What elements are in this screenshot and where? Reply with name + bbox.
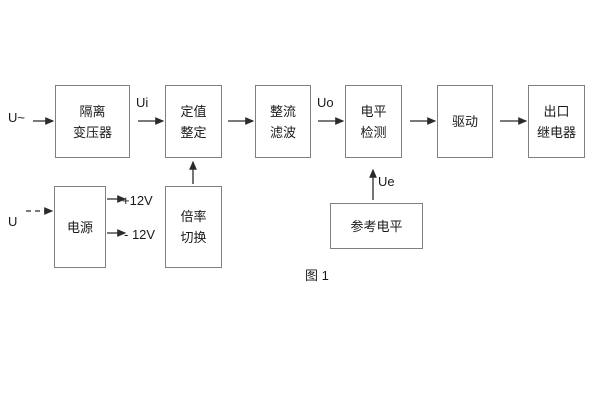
block-label-line: 切换: [180, 230, 207, 245]
block-output-relay: 出口继电器: [528, 85, 585, 158]
block-label-line: 电源: [66, 219, 93, 235]
block-label-line: 变压器: [72, 124, 112, 140]
block-label-line: 检测: [360, 124, 387, 140]
label-rail-plus-12v: +12V: [122, 193, 153, 208]
block-label-line: 滤波: [269, 124, 296, 140]
block-ratio-switch: 倍率切换: [165, 186, 222, 268]
block-level-detection: 电平检测: [345, 85, 402, 158]
block-label-line: 定值: [180, 103, 207, 119]
block-label-line: 整流: [269, 103, 296, 119]
label-input-dc: U: [8, 214, 18, 229]
block-label-line: 参考电平: [350, 218, 403, 234]
block-reference-level: 参考电平: [330, 203, 423, 249]
block-drive: 驱动: [437, 85, 493, 158]
block-isolation-transformer: 隔离变压器: [55, 85, 130, 158]
block-label-line: 整定: [180, 124, 207, 140]
label-rail-minus-12v: - 12V: [124, 227, 156, 242]
block-power-supply: 电源: [54, 186, 106, 268]
label-signal-ui: Ui: [136, 95, 149, 110]
block-label-line: 继电器: [536, 124, 576, 140]
block-label-line: 驱动: [451, 114, 478, 129]
block-label-line: 倍率: [180, 209, 207, 224]
block-setting-value: 定值整定: [165, 85, 222, 158]
block-label-line: 电平: [360, 103, 387, 119]
label-signal-uo: Uo: [317, 95, 334, 110]
label-input-ac: U~: [8, 110, 25, 125]
label-signal-ue: Ue: [378, 174, 395, 189]
block-rectify-filter: 整流滤波: [255, 85, 311, 158]
block-label-line: 出口: [543, 103, 570, 119]
block-label-line: 隔离: [79, 103, 106, 119]
figure-caption: 图 1: [305, 268, 329, 283]
